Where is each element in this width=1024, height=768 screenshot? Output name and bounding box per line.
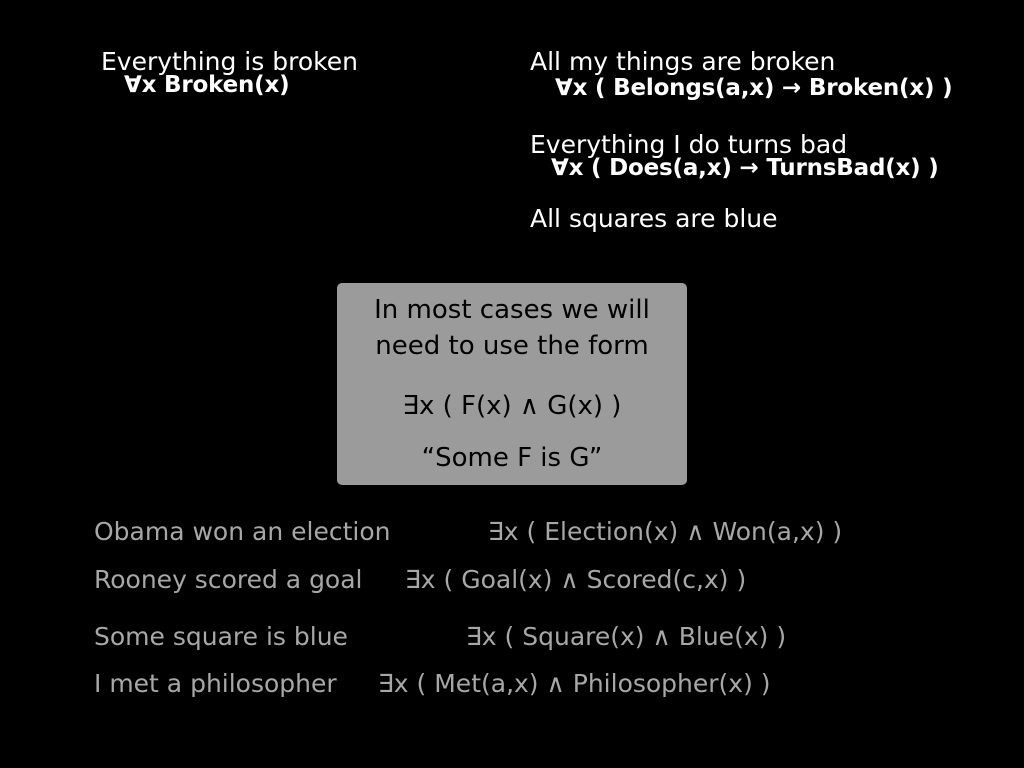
example-sentence-3: Some square is blue	[94, 622, 348, 651]
callout-gloss: “Some F is G”	[421, 443, 603, 473]
callout-formula: ∃x ( F(x) ∧ G(x) )	[402, 391, 622, 421]
universal-right-label-3: All squares are blue	[530, 204, 778, 233]
universal-right-formula-2: ∀x ( Does(a,x) → TurnsBad(x) )	[551, 155, 939, 181]
example-formula-3: ∃x ( Square(x) ∧ Blue(x) )	[466, 622, 787, 651]
universal-right-formula-1: ∀x ( Belongs(a,x) → Broken(x) )	[555, 75, 953, 101]
universal-left-formula: ∀x Broken(x)	[124, 72, 290, 98]
example-sentence-1: Obama won an election	[94, 517, 391, 546]
universal-left-label: Everything is broken	[101, 47, 358, 76]
universal-right-label-2: Everything I do turns bad	[530, 130, 848, 159]
example-formula-1: ∃x ( Election(x) ∧ Won(a,x) )	[488, 517, 843, 546]
example-sentence-2: Rooney scored a goal	[94, 565, 363, 594]
example-formula-2: ∃x ( Goal(x) ∧ Scored(c,x) )	[405, 565, 747, 594]
example-sentence-4: I met a philosopher	[94, 669, 337, 698]
universal-right-label-1: All my things are broken	[530, 47, 836, 76]
example-formula-4: ∃x ( Met(a,x) ∧ Philosopher(x) )	[378, 669, 771, 698]
callout-box: In most cases we will need to use the fo…	[337, 283, 687, 485]
callout-line-1: In most cases we will	[374, 295, 650, 325]
callout-line-2: need to use the form	[375, 331, 649, 361]
